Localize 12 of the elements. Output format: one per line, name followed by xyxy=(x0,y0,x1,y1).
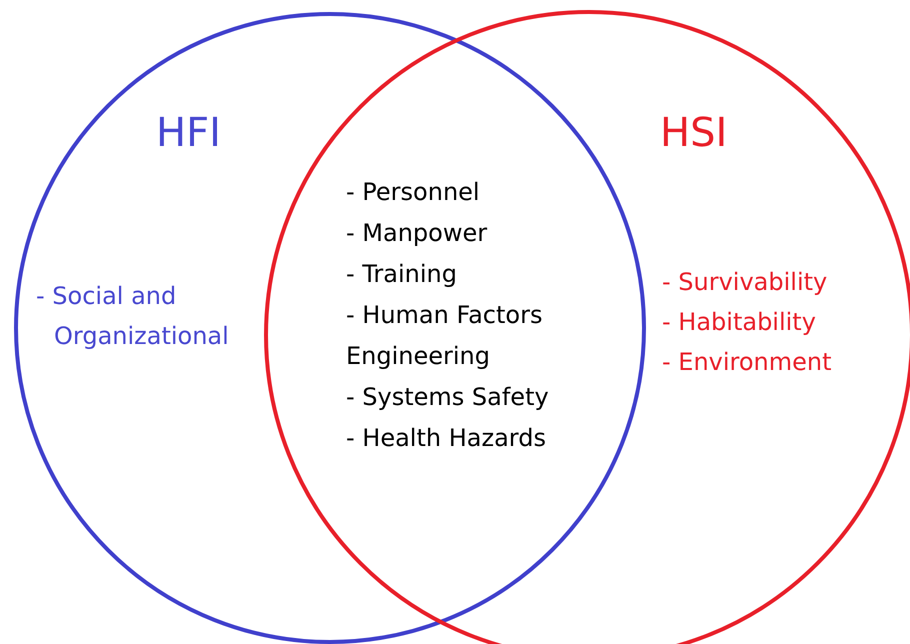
list-item: - Human Factors Engineering xyxy=(346,300,544,372)
list-item: - Habitability xyxy=(662,307,816,338)
circle-title: HSI xyxy=(660,110,728,156)
list-item: - Health Hazards xyxy=(346,423,547,454)
list-item: - Social and Organizational xyxy=(36,281,230,352)
list-item: - Systems Safety xyxy=(346,382,550,413)
list-item: - Survivability xyxy=(662,267,828,298)
list-item: - Manpower xyxy=(346,218,488,249)
list-item: - Training xyxy=(346,259,458,290)
list-item: - Environment xyxy=(662,347,832,378)
list-item: - Personnel xyxy=(346,177,481,208)
circle-title: HFI xyxy=(156,110,221,156)
